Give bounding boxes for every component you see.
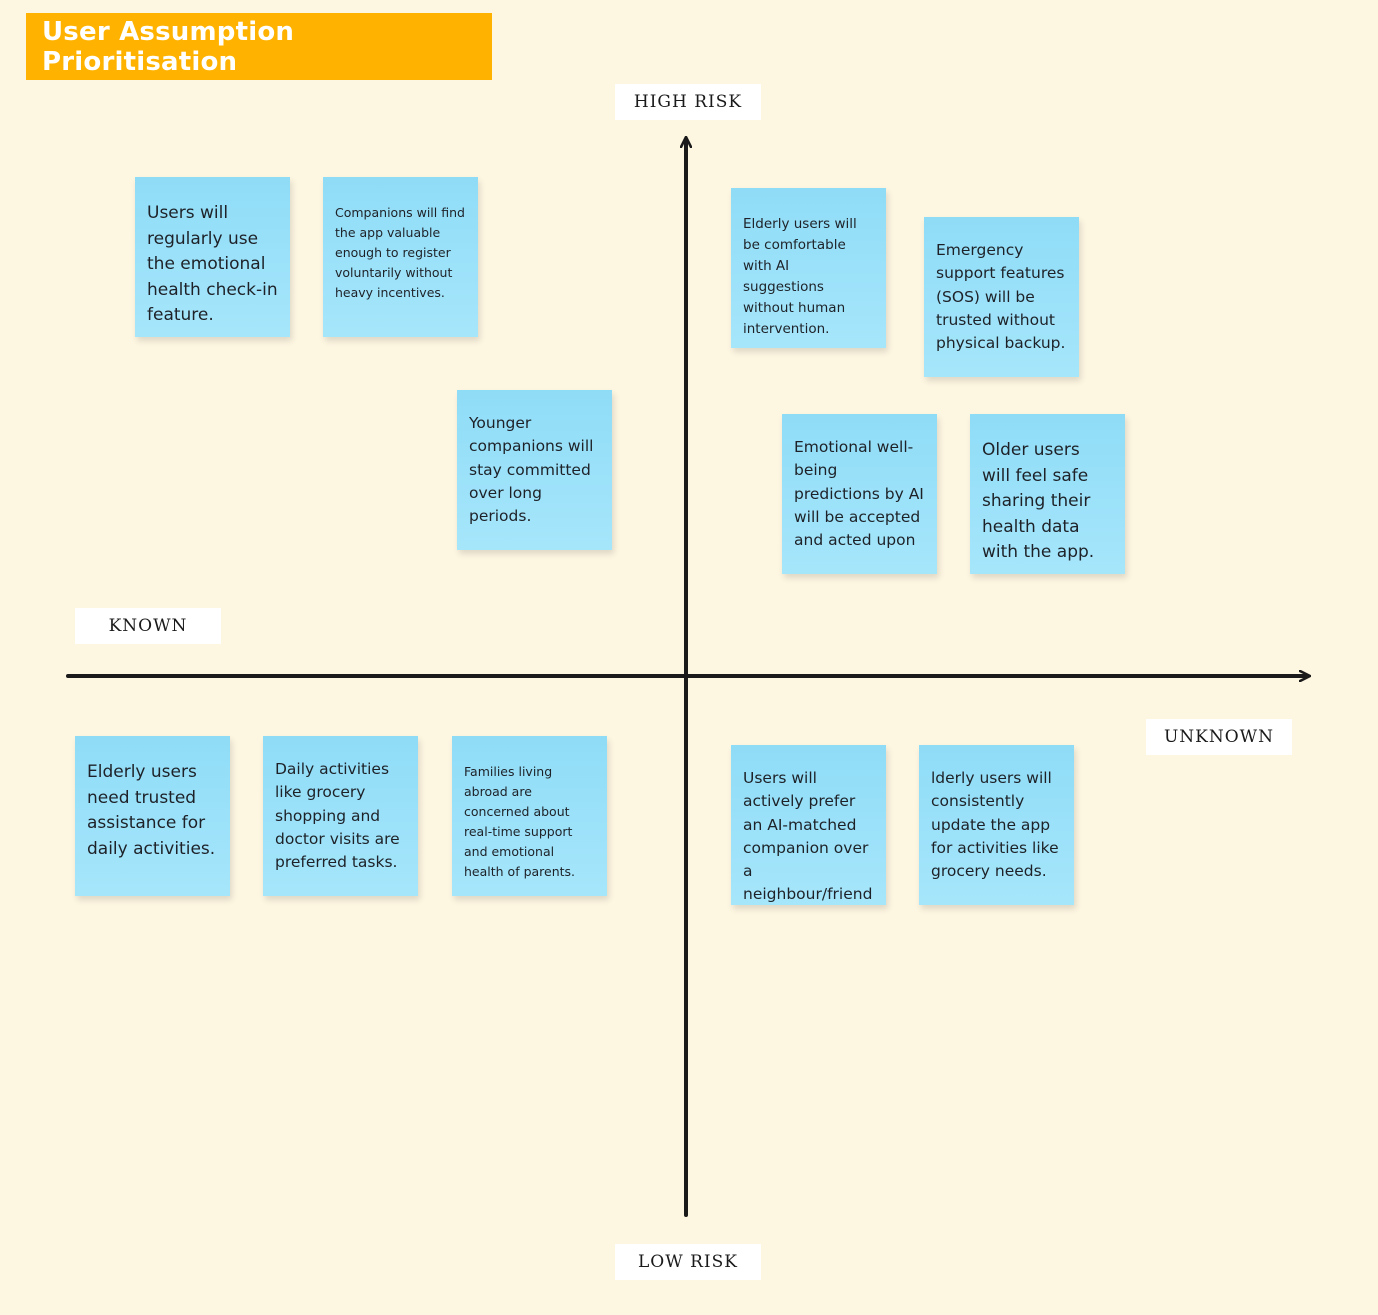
sticky-note[interactable]: Companions will find the app valuable en… [323,177,478,337]
sticky-note[interactable]: lderly users will consistently update th… [919,745,1074,905]
sticky-note[interactable]: Daily activities like grocery shopping a… [263,736,418,896]
sticky-note[interactable]: Users will regularly use the emotional h… [135,177,290,337]
sticky-note[interactable]: Emotional well-being predictions by AI w… [782,414,937,574]
known-label: KNOWN [75,608,221,644]
low-risk-label: LOW RISK [615,1244,761,1280]
sticky-note[interactable]: Families living abroad are concerned abo… [452,736,607,896]
sticky-note[interactable]: Emergency support features (SOS) will be… [924,217,1079,377]
high-risk-label: HIGH RISK [615,84,761,120]
sticky-note[interactable]: Younger companions will stay committed o… [457,390,612,550]
sticky-note[interactable]: Older users will feel safe sharing their… [970,414,1125,574]
sticky-note[interactable]: Users will actively prefer an AI-matched… [731,745,886,905]
sticky-note[interactable]: Elderly users need trusted assistance fo… [75,736,230,896]
unknown-label: UNKNOWN [1146,719,1292,755]
page-title: User Assumption Prioritisation [42,16,295,77]
sticky-note[interactable]: Elderly users will be comfortable with A… [731,188,886,348]
title-banner: User Assumption Prioritisation [26,13,492,80]
